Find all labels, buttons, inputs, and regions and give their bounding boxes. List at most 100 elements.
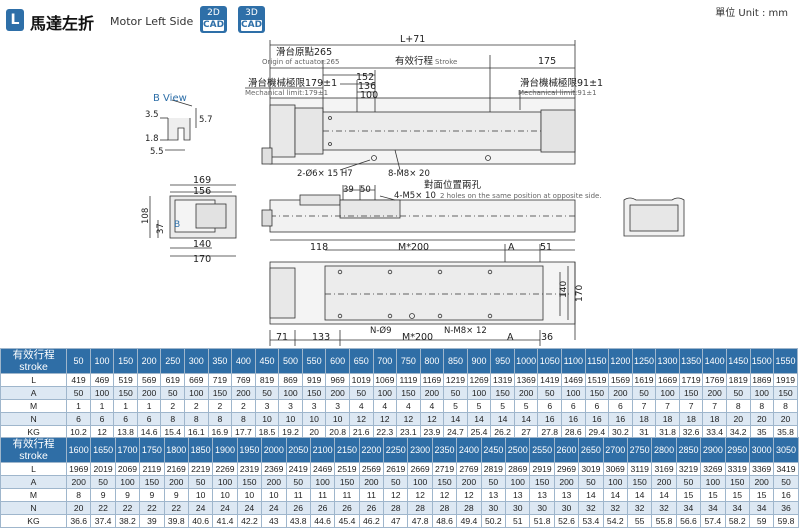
table-cell: 150	[334, 475, 360, 489]
table-cell: 100	[561, 386, 586, 400]
table-cell: 24	[236, 501, 263, 515]
table-cell: 519	[113, 373, 138, 387]
table-cell: 30	[480, 501, 507, 515]
stroke-value: 1800	[163, 437, 189, 463]
table-cell: 100	[212, 475, 238, 489]
table-cell: 6	[537, 399, 563, 413]
cad-2d-button[interactable]: 2D CAD	[200, 6, 227, 33]
stroke-value: 850	[443, 348, 468, 374]
table-cell: 5	[513, 399, 539, 413]
table-cell: 36.6	[65, 514, 92, 528]
table-cell: 57.4	[700, 514, 726, 528]
dim-152: 152	[356, 72, 374, 83]
table-cell: 50	[66, 386, 91, 400]
stroke-value: 2800	[651, 437, 677, 463]
table-cell: 32	[626, 501, 653, 515]
table-cell: 1519	[584, 373, 610, 387]
dim-175: 175	[538, 56, 556, 67]
table-cell: 2119	[139, 462, 165, 476]
table-cell: 1069	[372, 373, 398, 387]
page-header: L 馬達左折 Motor Left Side 2D CAD 3D CAD 單位 …	[0, 0, 800, 40]
table-cell: 200	[163, 475, 189, 489]
dim-71: 71	[276, 332, 288, 343]
stroke-header-zh: 有效行程	[12, 349, 55, 362]
table-cell: 4	[348, 399, 374, 413]
table-cell: 2269	[212, 462, 238, 476]
table-cell: 13	[529, 488, 555, 502]
stroke-value: 1300	[655, 348, 680, 374]
stroke-value: 1900	[212, 437, 238, 463]
table-cell: 28	[407, 501, 433, 515]
stroke-value: 300	[184, 348, 209, 374]
origin-label-en: Origin of actuator:265	[262, 58, 339, 66]
table-cell: 3269	[700, 462, 726, 476]
table-cell: 100	[309, 475, 336, 489]
table-cell: 49.4	[456, 514, 482, 528]
table-cell: 10	[278, 412, 303, 426]
table-cell: 59.8	[773, 514, 799, 528]
cad-3d-button[interactable]: 3D CAD	[238, 6, 265, 33]
row-label: A	[0, 386, 68, 400]
row-label: N	[0, 412, 68, 426]
table-cell: 20	[773, 412, 798, 426]
table-cell: 150	[490, 386, 515, 400]
table-cell: 18	[702, 412, 727, 426]
table-cell: 14	[466, 412, 492, 426]
table-cell: 1269	[466, 373, 492, 387]
table-cell: 1019	[348, 373, 374, 387]
table-cell: 12	[431, 488, 458, 502]
table-cell: 6	[113, 412, 138, 426]
table-cell: 5	[466, 399, 492, 413]
table-cell: 1	[113, 399, 138, 413]
table-cell: 100	[700, 475, 726, 489]
table-cell: 1	[89, 399, 115, 413]
table-cell: 2819	[480, 462, 507, 476]
table-cell: 30	[505, 501, 531, 515]
stroke-value: 950	[490, 348, 515, 374]
table-cell: 1469	[561, 373, 586, 387]
table-cell: 12	[419, 412, 445, 426]
table-cell: 10	[236, 488, 263, 502]
table-cell: 2869	[505, 462, 531, 476]
table-cell: 55.8	[651, 514, 677, 528]
table-cell: 50	[285, 475, 311, 489]
table-cell: 419	[66, 373, 91, 387]
table-cell: 34	[675, 501, 702, 515]
table-cell: 26	[358, 501, 385, 515]
table-cell: 50	[187, 475, 214, 489]
table-cell: 10	[301, 412, 327, 426]
table-cell: 50	[480, 475, 507, 489]
table-cell: 42.2	[236, 514, 263, 528]
table-cell: 15	[724, 488, 750, 502]
stroke-value: 1700	[114, 437, 141, 463]
stroke-value: 150	[113, 348, 138, 374]
title-english: Motor Left Side	[110, 15, 194, 28]
table-cell: 26	[309, 501, 336, 515]
table-cell: 32	[602, 501, 628, 515]
table-cell: 200	[456, 475, 482, 489]
table-cell: 8	[231, 412, 256, 426]
table-cell: 200	[651, 475, 677, 489]
table-cell: 2169	[163, 462, 189, 476]
stroke-value: 250	[160, 348, 186, 374]
table-cell: 12	[396, 412, 421, 426]
table-cell: 4	[396, 399, 421, 413]
dim-51: 51	[540, 242, 552, 253]
table-cell: 59	[748, 514, 775, 528]
table-cell: 1569	[608, 373, 633, 387]
dim-140-end: 140	[193, 239, 211, 250]
table-cell: 10	[254, 412, 280, 426]
table-cell: 28	[431, 501, 458, 515]
table-cell: 30	[553, 501, 580, 515]
table-cell: 45.4	[334, 514, 360, 528]
cad-3d-label: 3D	[245, 8, 258, 18]
table-cell: 48.6	[431, 514, 458, 528]
dim-170-end: 170	[193, 254, 211, 265]
stroke-value: 2450	[480, 437, 507, 463]
table-cell: 200	[136, 386, 162, 400]
